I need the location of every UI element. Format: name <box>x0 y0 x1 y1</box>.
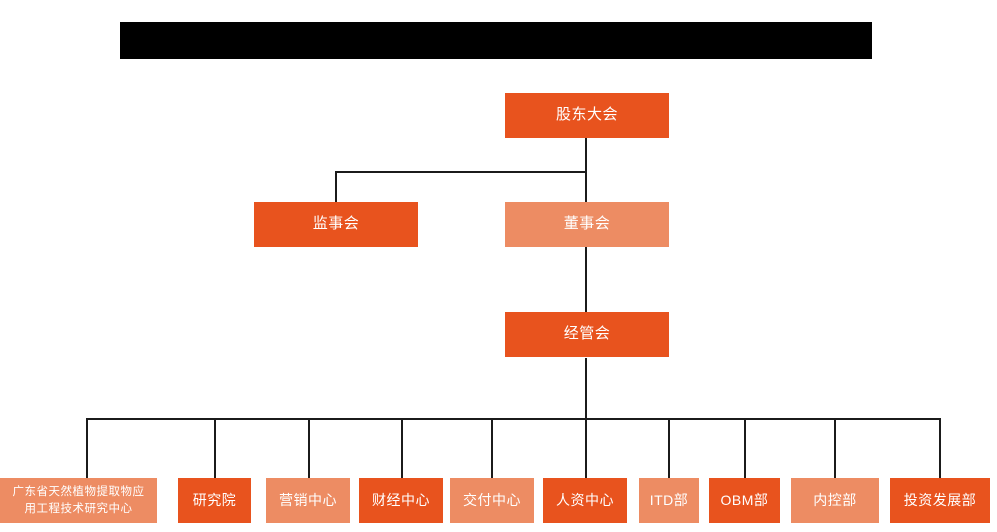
node-label: 人资中心 <box>556 491 614 508</box>
node-board-of-supervisors[interactable]: 监事会 <box>254 202 418 247</box>
node-label: 董事会 <box>563 215 611 233</box>
node-label: 股东大会 <box>555 106 618 124</box>
connector-drop-research-center <box>86 418 88 478</box>
node-label: ITD部 <box>649 491 689 508</box>
node-label: OBM部 <box>720 491 769 508</box>
node-finance-center[interactable]: 财经中心 <box>359 478 443 523</box>
node-research-center[interactable]: 广东省天然植物提取物应 用工程技术研究中心 <box>0 478 157 523</box>
node-board-of-directors[interactable]: 董事会 <box>505 202 669 247</box>
node-marketing-center[interactable]: 营销中心 <box>266 478 350 523</box>
node-label-line2: 用工程技术研究中心 <box>24 502 133 515</box>
node-shareholders-meeting[interactable]: 股东大会 <box>505 93 669 138</box>
node-delivery-center[interactable]: 交付中心 <box>450 478 534 523</box>
node-itd-department[interactable]: ITD部 <box>639 478 699 523</box>
node-label: 广东省天然植物提取物应 用工程技术研究中心 <box>0 484 157 517</box>
node-label: 监事会 <box>312 215 360 233</box>
connector-drop-delivery-center <box>491 418 493 478</box>
node-label: 交付中心 <box>463 491 521 508</box>
connector-supervisors-down <box>335 171 337 203</box>
node-label: 投资发展部 <box>903 491 977 508</box>
connector-directors-down <box>585 171 587 203</box>
connector-drop-investment-development <box>939 418 941 478</box>
redacted-title-bar <box>120 22 872 59</box>
node-label: 财经中心 <box>372 491 430 508</box>
connector-drop-itd <box>668 418 670 478</box>
connector-drop-finance-center <box>401 418 403 478</box>
connector-drop-internal-control <box>834 418 836 478</box>
node-investment-development-department[interactable]: 投资发展部 <box>890 478 990 523</box>
node-label-line1: 广东省天然植物提取物应 <box>12 485 145 498</box>
connector-drop-marketing-center <box>308 418 310 478</box>
node-research-institute[interactable]: 研究院 <box>178 478 251 523</box>
connector-drop-hr-center <box>585 418 587 478</box>
connector-drop-obm <box>744 418 746 478</box>
node-label: 营销中心 <box>279 491 337 508</box>
node-hr-center[interactable]: 人资中心 <box>543 478 627 523</box>
connector-shareholders-down <box>585 138 587 172</box>
node-obm-department[interactable]: OBM部 <box>709 478 780 523</box>
connector-management-down <box>585 358 587 419</box>
node-label: 经管会 <box>563 325 611 343</box>
connector-level2-bus <box>335 171 587 173</box>
node-internal-control-department[interactable]: 内控部 <box>791 478 879 523</box>
node-label: 研究院 <box>192 491 237 508</box>
connector-drop-research-institute <box>214 418 216 478</box>
connector-directors-to-management <box>585 242 587 312</box>
connector-departments-bus <box>86 418 941 420</box>
node-label: 内控部 <box>813 491 857 508</box>
node-management-committee[interactable]: 经管会 <box>505 312 669 357</box>
